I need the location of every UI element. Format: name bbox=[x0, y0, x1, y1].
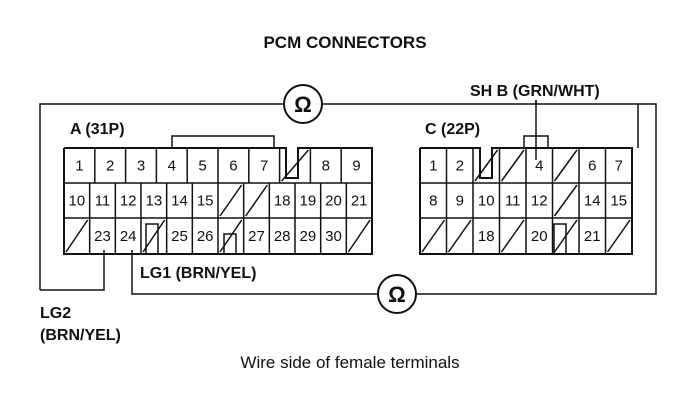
diagram-title: PCM CONNECTORS bbox=[263, 33, 426, 52]
empty-cavity bbox=[65, 219, 89, 253]
empty-cavity bbox=[142, 219, 166, 253]
empty-cavity bbox=[553, 149, 578, 182]
pin-number: 28 bbox=[274, 228, 291, 245]
pin-number: 14 bbox=[171, 193, 188, 210]
lg1-label: LG1 (BRN/YEL) bbox=[140, 265, 256, 282]
lg2-color-label: (BRN/YEL) bbox=[40, 327, 121, 344]
pin-number: 4 bbox=[168, 158, 176, 175]
ohmmeter-top: Ω bbox=[283, 84, 323, 124]
pin-number: 20 bbox=[325, 193, 342, 210]
pin-number: 11 bbox=[505, 193, 521, 210]
connector-c-label: C (22P) bbox=[425, 121, 480, 138]
empty-cavity bbox=[447, 219, 472, 253]
ohm-icon: Ω bbox=[388, 282, 406, 307]
empty-cavity bbox=[281, 149, 309, 182]
pin-number: 15 bbox=[610, 193, 627, 210]
pin-number: 8 bbox=[429, 193, 437, 210]
pin-number: 20 bbox=[531, 228, 548, 245]
empty-cavity bbox=[553, 219, 578, 253]
empty-cavity bbox=[474, 149, 499, 182]
wiring bbox=[39, 100, 657, 295]
pin-number: 5 bbox=[198, 158, 206, 175]
pin-number: 9 bbox=[456, 193, 464, 210]
pin-number: 10 bbox=[68, 193, 85, 210]
connector-a-label: A (31P) bbox=[70, 121, 125, 138]
pin-number: 14 bbox=[584, 193, 601, 210]
empty-cavity bbox=[500, 219, 525, 253]
pin-number: 12 bbox=[531, 193, 548, 210]
pin-number: 12 bbox=[120, 193, 137, 210]
pin-number: 21 bbox=[351, 193, 368, 210]
empty-cavity bbox=[219, 184, 243, 217]
diagram-caption: Wire side of female terminals bbox=[240, 353, 459, 372]
pin-number: 10 bbox=[478, 193, 495, 210]
ohmmeter-bottom: Ω bbox=[377, 274, 417, 314]
empty-cavity bbox=[606, 219, 631, 253]
pin-number: 18 bbox=[478, 228, 495, 245]
pin-number: 3 bbox=[137, 158, 145, 175]
pin-number: 4 bbox=[535, 158, 543, 175]
empty-cavity bbox=[245, 184, 268, 217]
pin-number: 2 bbox=[456, 158, 464, 175]
pin-number: 8 bbox=[322, 158, 330, 175]
pin-number: 19 bbox=[299, 193, 316, 210]
pin-number: 6 bbox=[229, 158, 237, 175]
empty-cavity bbox=[347, 219, 371, 253]
pin-number: 30 bbox=[325, 228, 342, 245]
pin-number: 15 bbox=[197, 193, 214, 210]
pin-number: 13 bbox=[145, 193, 162, 210]
pin-number: 23 bbox=[94, 228, 111, 245]
pin-number: 24 bbox=[120, 228, 137, 245]
ohm-icon: Ω bbox=[294, 92, 312, 117]
sh-b-label: SH B (GRN/WHT) bbox=[470, 83, 600, 100]
pin-number: 1 bbox=[75, 158, 83, 175]
pin-number: 7 bbox=[260, 158, 268, 175]
empty-cavity bbox=[219, 219, 243, 253]
pin-number: 18 bbox=[274, 193, 291, 210]
lg2-label: LG2 bbox=[40, 305, 71, 322]
empty-cavity bbox=[500, 149, 525, 182]
pin-number: 21 bbox=[584, 228, 601, 245]
pin-number: 1 bbox=[429, 158, 437, 175]
pin-number: 11 bbox=[95, 193, 111, 210]
pin-number: 2 bbox=[106, 158, 114, 175]
pin-number: 6 bbox=[588, 158, 596, 175]
pin-number: 29 bbox=[299, 228, 316, 245]
pin-number: 9 bbox=[352, 158, 360, 175]
pin-number: 26 bbox=[197, 228, 214, 245]
pin-number: 27 bbox=[248, 228, 265, 245]
pin-number: 25 bbox=[171, 228, 188, 245]
empty-cavity bbox=[421, 219, 446, 253]
pin-number: 7 bbox=[615, 158, 623, 175]
empty-cavity bbox=[553, 184, 578, 217]
